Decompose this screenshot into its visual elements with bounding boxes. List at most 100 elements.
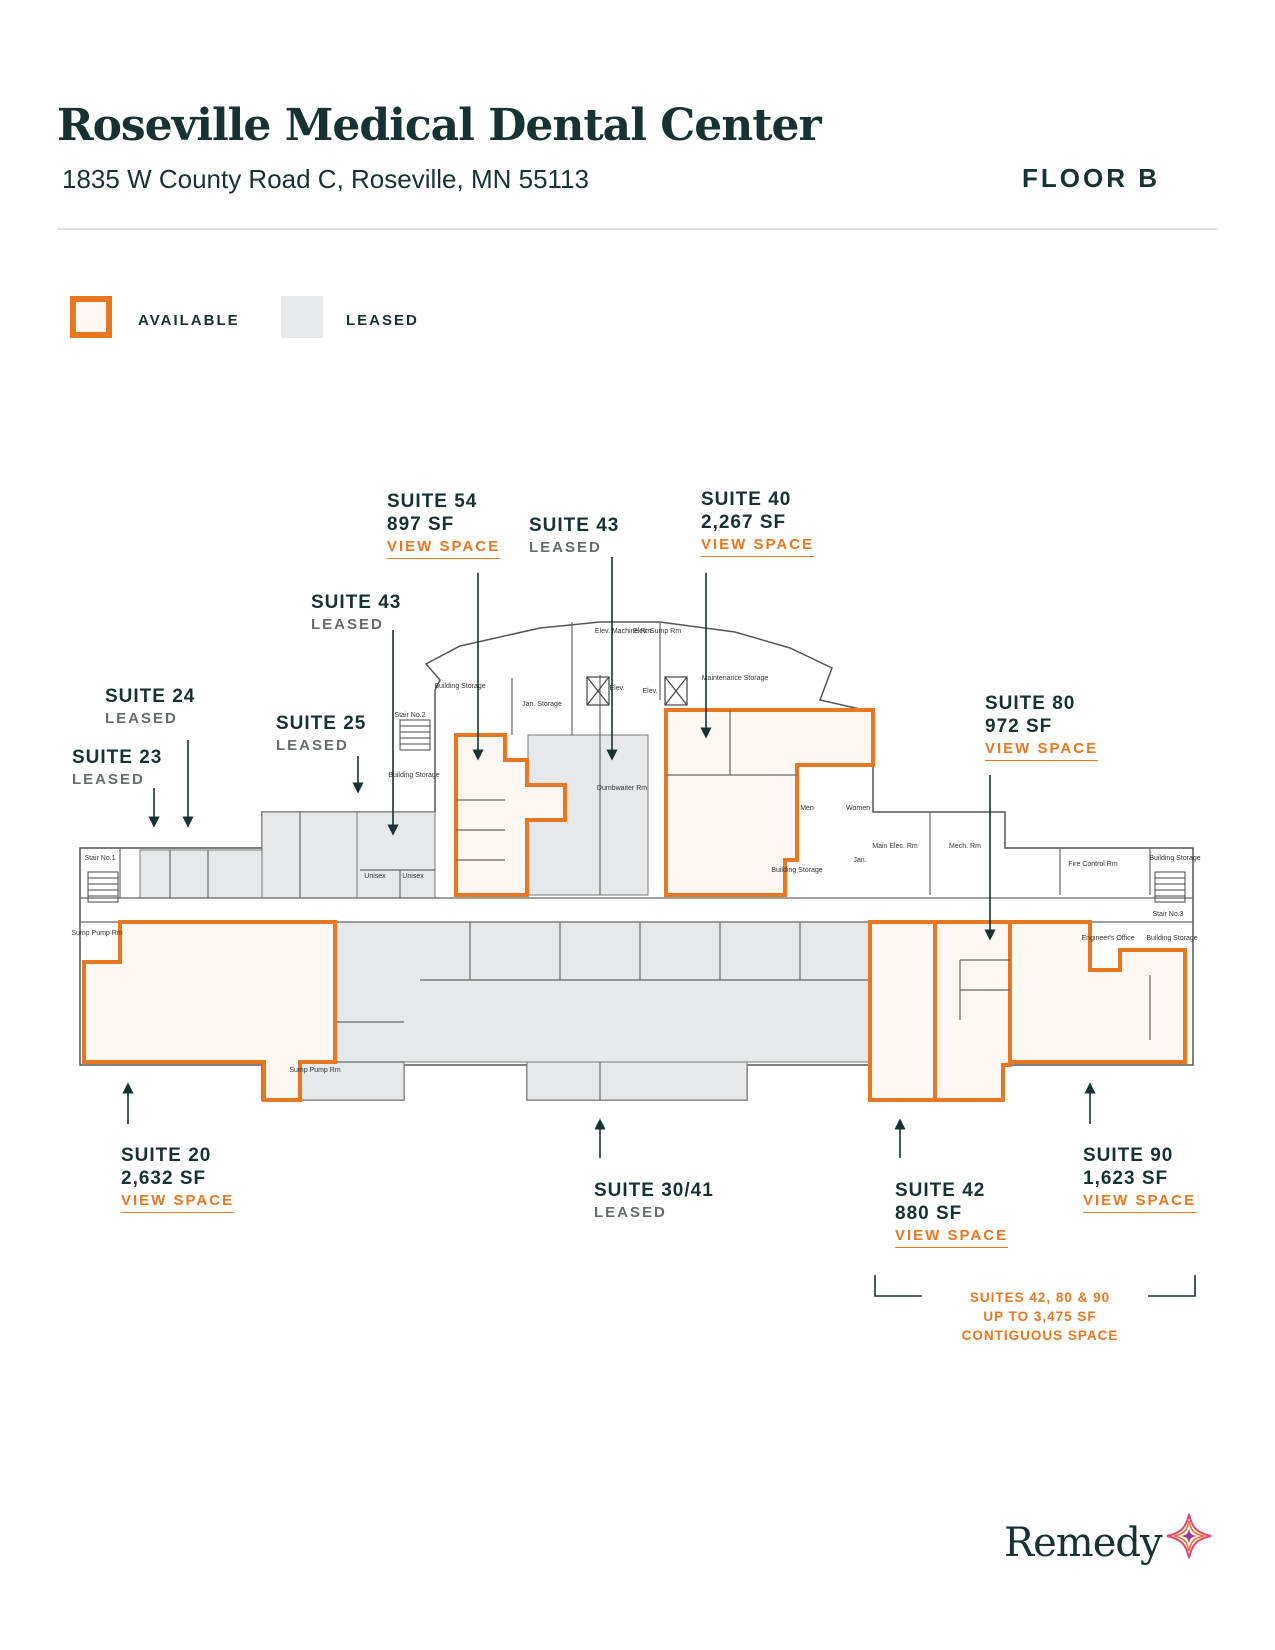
suite-24-label: SUITE 24 LEASED [105,685,195,730]
suite-90-sf: 1,623 SF [1083,1168,1169,1189]
room-sump-pump-bottom: Sump Pump Rm [289,1067,341,1074]
contiguous-bracket [874,1275,1196,1297]
contiguous-line-1: SUITES 42, 80 & 90 [969,1290,1111,1305]
suite-20-name: SUITE 20 [121,1145,212,1166]
suite-90-name: SUITE 90 [1083,1145,1174,1166]
suite-20-label: SUITE 20 2,632 SF VIEW SPACE [121,1144,235,1213]
room-mech: Mech. Rm [949,843,981,850]
suite-20-view-space-link[interactable]: VIEW SPACE [121,1190,235,1213]
suite-54-area [454,733,567,897]
suite-40-name: SUITE 40 [701,489,792,510]
room-elev-2: Elev. [642,688,657,695]
suite-42-area [868,920,937,1102]
room-unisex-2: Unisex [402,873,424,880]
suite-40-view-space-link[interactable]: VIEW SPACE [701,534,815,557]
pointer-arrows [122,557,1096,1158]
room-unisex-1: Unisex [364,873,386,880]
suite-30-41-name: SUITE 30/41 [594,1180,714,1201]
suite-30-41-label: SUITE 30/41 LEASED [594,1179,714,1224]
suite-partitions [456,710,1151,1040]
room-dumbwaiter: Dumbwaiter Rm [597,785,647,792]
suite-80-view-space-link[interactable]: VIEW SPACE [985,738,1099,761]
suite-80-label: SUITE 80 972 SF VIEW SPACE [985,692,1099,761]
suite-20-area [82,920,337,1102]
suite-24-status: LEASED [105,710,178,727]
contiguous-line-3: CONTIGUOUS SPACE [961,1328,1119,1343]
suite-43-left-name: SUITE 43 [311,592,402,613]
page-title: Roseville Medical Dental Center [57,100,822,151]
suite-80-area [933,920,1012,1102]
contiguous-line-2: UP TO 3,475 SF [983,1309,1097,1324]
legend-leased-label: LEASED [346,312,419,329]
room-maintenance-storage: Maintenance Storage [702,675,769,682]
suite-40-label: SUITE 40 2,267 SF VIEW SPACE [701,488,815,557]
stairs [87,719,1186,903]
suite-43-upper-label: SUITE 43 LEASED [529,514,619,559]
suite-43-upper-name: SUITE 43 [529,515,620,536]
suite-90-label: SUITE 90 1,623 SF VIEW SPACE [1083,1144,1197,1213]
room-jan: Jan. [853,857,866,864]
suite-25-label: SUITE 25 LEASED [276,712,366,757]
suite-23-name: SUITE 23 [72,747,163,768]
suite-80-sf: 972 SF [985,716,1053,737]
elevator-shafts [586,676,688,706]
suite-20-sf: 2,632 SF [121,1168,207,1189]
available-suites [82,708,1187,1102]
suite-42-label: SUITE 42 880 SF VIEW SPACE [895,1179,1009,1248]
suite-43-area [356,811,436,899]
legend-available-label: AVAILABLE [138,312,240,329]
suite-43-left-label: SUITE 43 LEASED [311,591,401,636]
floor-label: FLOOR B [1022,163,1160,193]
header-divider [57,228,1217,230]
contiguous-note: SUITES 42, 80 & 90 UP TO 3,475 SF CONTIG… [930,1288,1150,1345]
suite-23-area [139,849,263,899]
room-men: Men [800,805,814,812]
room-labels: Elev. Machine Rm Elev. Sump Rm Building … [71,628,1200,1074]
interior-walls [80,622,1193,1100]
room-stair-2: Stair No.2 [394,712,425,719]
room-jan-storage: Jan. Storage [522,701,562,708]
suite-24-name: SUITE 24 [105,686,196,707]
room-building-storage-far: Building Storage [1146,935,1197,942]
suite-54-sf: 897 SF [387,514,455,535]
room-women: Women [846,805,870,812]
room-elev-sump: Elev. Sump Rm [633,628,681,635]
suite-80-name: SUITE 80 [985,693,1076,714]
suite-42-name: SUITE 42 [895,1180,986,1201]
remedy-star-icon [1166,1513,1212,1559]
room-main-elec: Main Elec. Rm [872,843,918,850]
suite-90-area [1008,920,1187,1064]
building-address: 1835 W County Road C, Roseville, MN 5511… [62,164,589,194]
suite-43-left-status: LEASED [311,616,384,633]
suite-54-view-space-link[interactable]: VIEW SPACE [387,536,501,559]
room-stair-1: Stair No.1 [84,855,115,862]
room-stair-3: Stair No.3 [1152,911,1183,918]
legend-leased-swatch [281,296,323,338]
suite-54-label: SUITE 54 897 SF VIEW SPACE [387,490,501,559]
suite-40-area [664,708,875,897]
suite-23-label: SUITE 23 LEASED [72,746,162,791]
suite-42-sf: 880 SF [895,1203,963,1224]
room-building-storage-top: Building Storage [434,683,485,690]
room-sump-pump-left: Sump Pump Rm [71,930,123,937]
legend-available-swatch [70,296,112,338]
room-building-storage-left: Building Storage [388,772,439,779]
suite-30-41-status: LEASED [594,1204,667,1221]
room-fire-control: Fire Control Rm [1068,861,1118,868]
remedy-logo-text: Remedy [1004,1520,1163,1566]
remedy-logo: Remedy [1004,1520,1163,1566]
suite-25-name: SUITE 25 [276,713,367,734]
suite-30-41-area [334,921,871,1063]
suite-25-status: LEASED [276,737,349,754]
suite-90-view-space-link[interactable]: VIEW SPACE [1083,1190,1197,1213]
room-elev-1: Elev. [609,685,624,692]
suite-23-status: LEASED [72,771,145,788]
suite-42-view-space-link[interactable]: VIEW SPACE [895,1225,1009,1248]
room-building-storage-mid: Building Storage [771,867,822,874]
room-elev-machine: Elev. Machine Rm [595,628,651,635]
room-building-storage-right: Building Storage [1149,855,1200,862]
room-engineers-office: Engineer's Office [1082,935,1135,942]
suite-43-upper-status: LEASED [529,539,602,556]
suite-24-area [261,811,358,899]
